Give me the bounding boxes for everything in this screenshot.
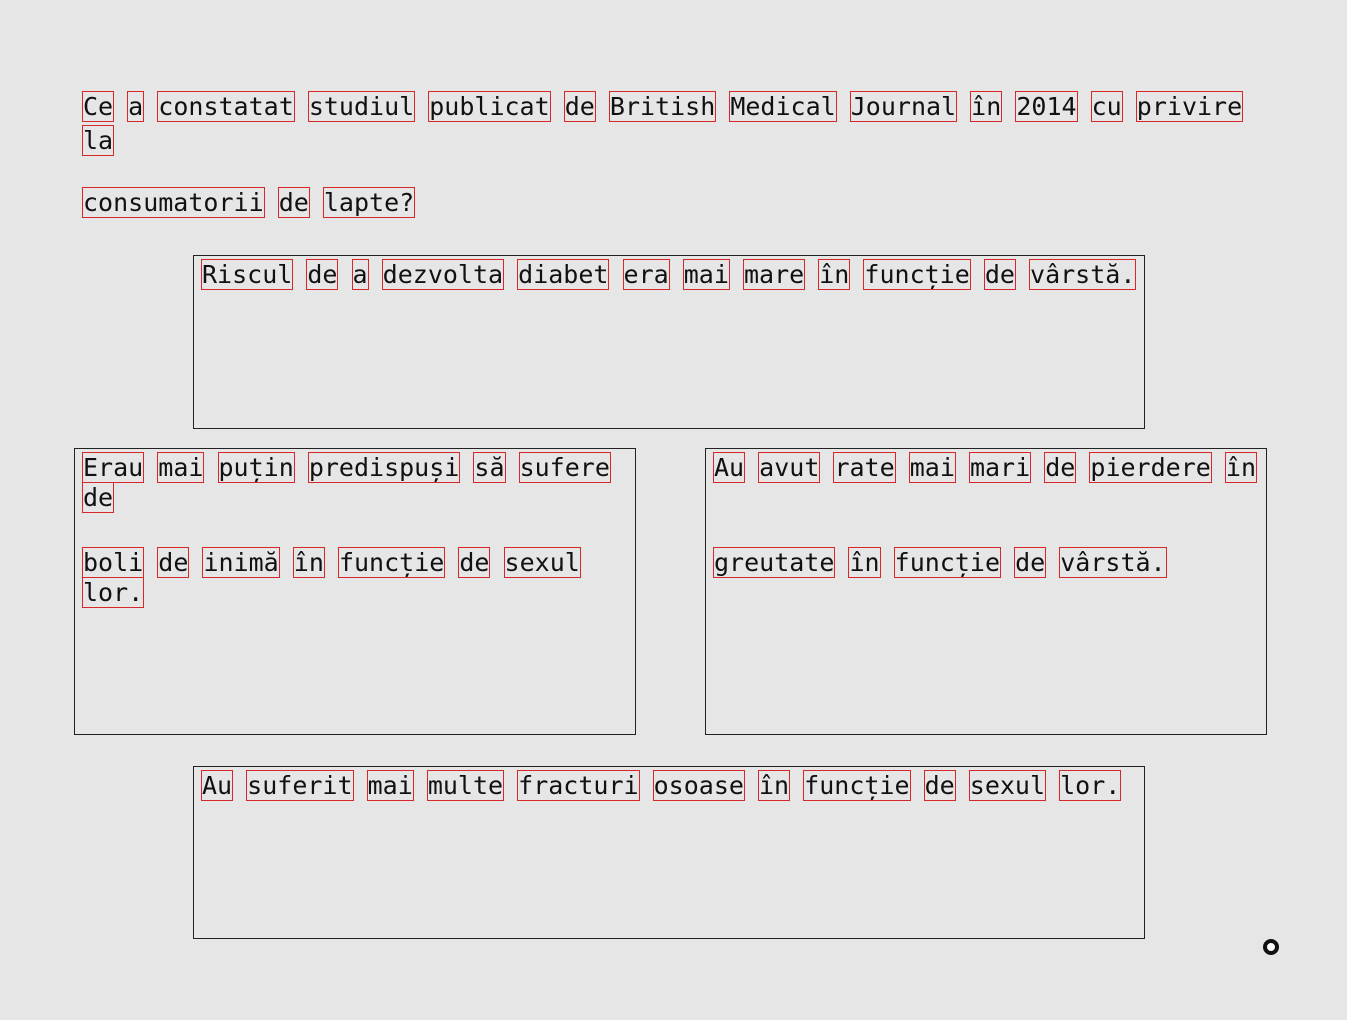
word: consumatorii (82, 187, 265, 218)
word: în (848, 547, 881, 578)
word: publicat (428, 91, 551, 122)
answer-option-a[interactable]: Riscul de a dezvolta diabet era mai mare… (193, 255, 1145, 429)
word: mai (157, 452, 205, 483)
word: boli (81, 547, 145, 578)
answer-option-b-line-2: boli de inimă în funcție de sexul lor. (81, 547, 627, 643)
word: predispuși (307, 452, 461, 483)
word: inimă (202, 547, 280, 578)
question-line-1: Ce a constatat studiul publicat de Briti… (81, 90, 1263, 186)
word: Riscul (200, 259, 294, 290)
word: vârstă. (1059, 547, 1167, 578)
word: funcție (337, 547, 446, 578)
word: cu (1090, 91, 1123, 122)
word: de (1014, 547, 1047, 578)
word: mai (682, 259, 730, 290)
word: să (473, 452, 506, 483)
word: funcție (863, 259, 971, 290)
word: sufere (518, 452, 611, 483)
word: de (923, 770, 956, 801)
word: 2014 (1015, 91, 1078, 122)
word: sexul (968, 770, 1047, 801)
word: Journal (849, 91, 958, 122)
word: Ce (81, 91, 115, 122)
word: dezvolta (381, 259, 505, 290)
word: osoase (652, 770, 745, 801)
answer-option-d-label: Au suferit mai multe fracturi osoase în … (200, 770, 1136, 866)
word: de (458, 547, 491, 578)
word: funcție (893, 547, 1002, 578)
word: mari (968, 452, 1032, 483)
word: Erau (81, 452, 145, 483)
word: în (292, 547, 325, 578)
word: a (127, 91, 145, 122)
word: de (157, 547, 190, 578)
word: în (818, 259, 851, 290)
word: în (970, 91, 1003, 122)
word: a (351, 259, 369, 290)
word: privire (1135, 91, 1244, 122)
question-line-2: consumatorii de lapte? (82, 186, 1263, 282)
answer-option-c[interactable]: Au avut rate mai mari de pierdere în gre… (705, 448, 1267, 735)
word: British (608, 91, 717, 122)
question-text: Ce a constatat studiul publicat de Briti… (81, 90, 1263, 282)
answer-option-b-label: Erau mai puțin predispuși să sufere de b… (81, 452, 627, 643)
word: lor. (81, 577, 145, 608)
word: Au (712, 452, 746, 483)
word: avut (758, 452, 821, 483)
word: mai (908, 452, 956, 483)
word: fracturi (517, 770, 640, 801)
word: puțin (217, 452, 295, 483)
mouse-cursor-icon (1263, 939, 1279, 955)
answer-option-c-line-2: greutate în funcție de vârstă. (712, 547, 1258, 643)
word: de (563, 91, 596, 122)
word: de (1044, 452, 1077, 483)
word: suferit (246, 770, 354, 801)
answer-option-c-line-1: Au avut rate mai mari de pierdere în (712, 452, 1258, 548)
answer-option-d-line-1: Au suferit mai multe fracturi osoase în … (200, 770, 1136, 866)
answer-option-b-line-1: Erau mai puțin predispuși să sufere de (81, 452, 627, 548)
word: era (622, 259, 670, 290)
word: de (306, 259, 339, 290)
answer-option-c-label: Au avut rate mai mari de pierdere în gre… (712, 452, 1258, 643)
word: lapte? (322, 187, 416, 218)
answer-option-a-line-1: Riscul de a dezvolta diabet era mai mare… (200, 259, 1137, 355)
word: studiul (307, 91, 416, 122)
word: mare (742, 259, 806, 290)
word: rate (833, 452, 896, 483)
word: diabet (517, 259, 610, 290)
word: de (983, 259, 1016, 290)
answer-option-b[interactable]: Erau mai puțin predispuși să sufere de b… (74, 448, 636, 735)
word: multe (426, 770, 505, 801)
word: în (757, 770, 791, 801)
word: mai (366, 770, 414, 801)
word: vârstă. (1029, 259, 1137, 290)
word: greutate (712, 547, 836, 578)
word: sexul (503, 547, 581, 578)
word: constatat (157, 91, 295, 122)
word: la (81, 125, 115, 156)
word: funcție (803, 770, 911, 801)
word: Au (200, 770, 234, 801)
answer-option-a-label: Riscul de a dezvolta diabet era mai mare… (200, 259, 1137, 355)
word: lor. (1059, 770, 1122, 801)
word: pierdere (1089, 452, 1212, 483)
answer-option-d[interactable]: Au suferit mai multe fracturi osoase în … (193, 766, 1145, 939)
word: Medical (729, 91, 837, 122)
word: de (81, 482, 115, 513)
word: de (277, 187, 310, 218)
word: în (1224, 452, 1258, 483)
